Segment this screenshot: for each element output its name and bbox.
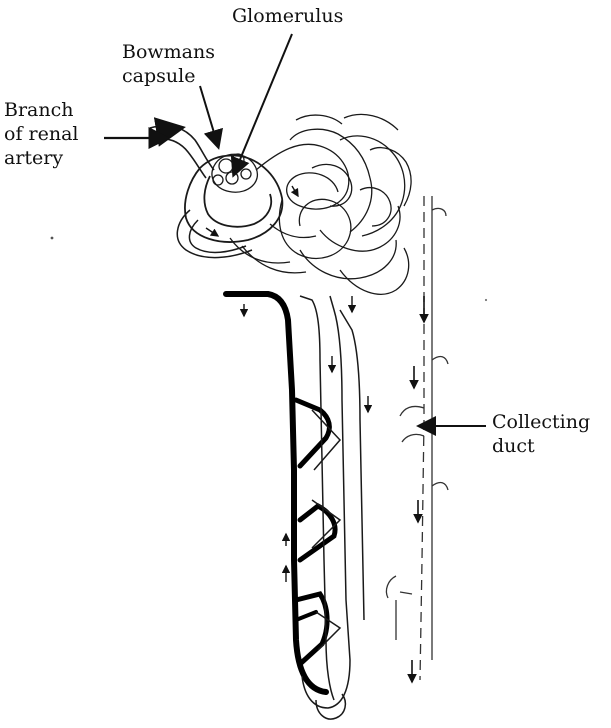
- collecting-duct-arrows: [412, 296, 424, 682]
- bowmans-capsule-pointer-arrow-icon: [200, 86, 218, 146]
- bowmans-capsule-label-line-2: capsule: [122, 64, 215, 88]
- blood-flow-arrow-icon: [168, 128, 180, 130]
- glomerulus-label-text: Glomerulus: [232, 5, 343, 27]
- branch-label-line-3: artery: [4, 146, 78, 170]
- glomerulus-label: Glomerulus: [232, 4, 343, 28]
- branch-label-line-2: of renal: [4, 122, 78, 146]
- bowmans-capsule-shape: [185, 156, 282, 242]
- bowmans-capsule-label: Bowmans capsule: [122, 40, 215, 88]
- collecting-duct-label: Collecting duct: [492, 410, 590, 458]
- collecting-duct-label-line-2: duct: [492, 434, 590, 458]
- label-pointers: [104, 34, 486, 426]
- glomerulus-pointer-arrow-icon: [234, 34, 292, 174]
- renal-artery-branch: [150, 126, 214, 178]
- branch-label-line-1: Branch: [4, 98, 78, 122]
- branch-of-renal-artery-label: Branch of renal artery: [4, 98, 78, 170]
- bowmans-capsule-label-line-1: Bowmans: [122, 40, 215, 64]
- collecting-duct-shape: [386, 196, 448, 680]
- stray-dot: [51, 237, 54, 240]
- collecting-duct-label-line-1: Collecting: [492, 410, 590, 434]
- vasa-recta-vessel: [226, 294, 335, 692]
- stray-dot: [485, 299, 487, 301]
- capillary-network: [230, 114, 411, 294]
